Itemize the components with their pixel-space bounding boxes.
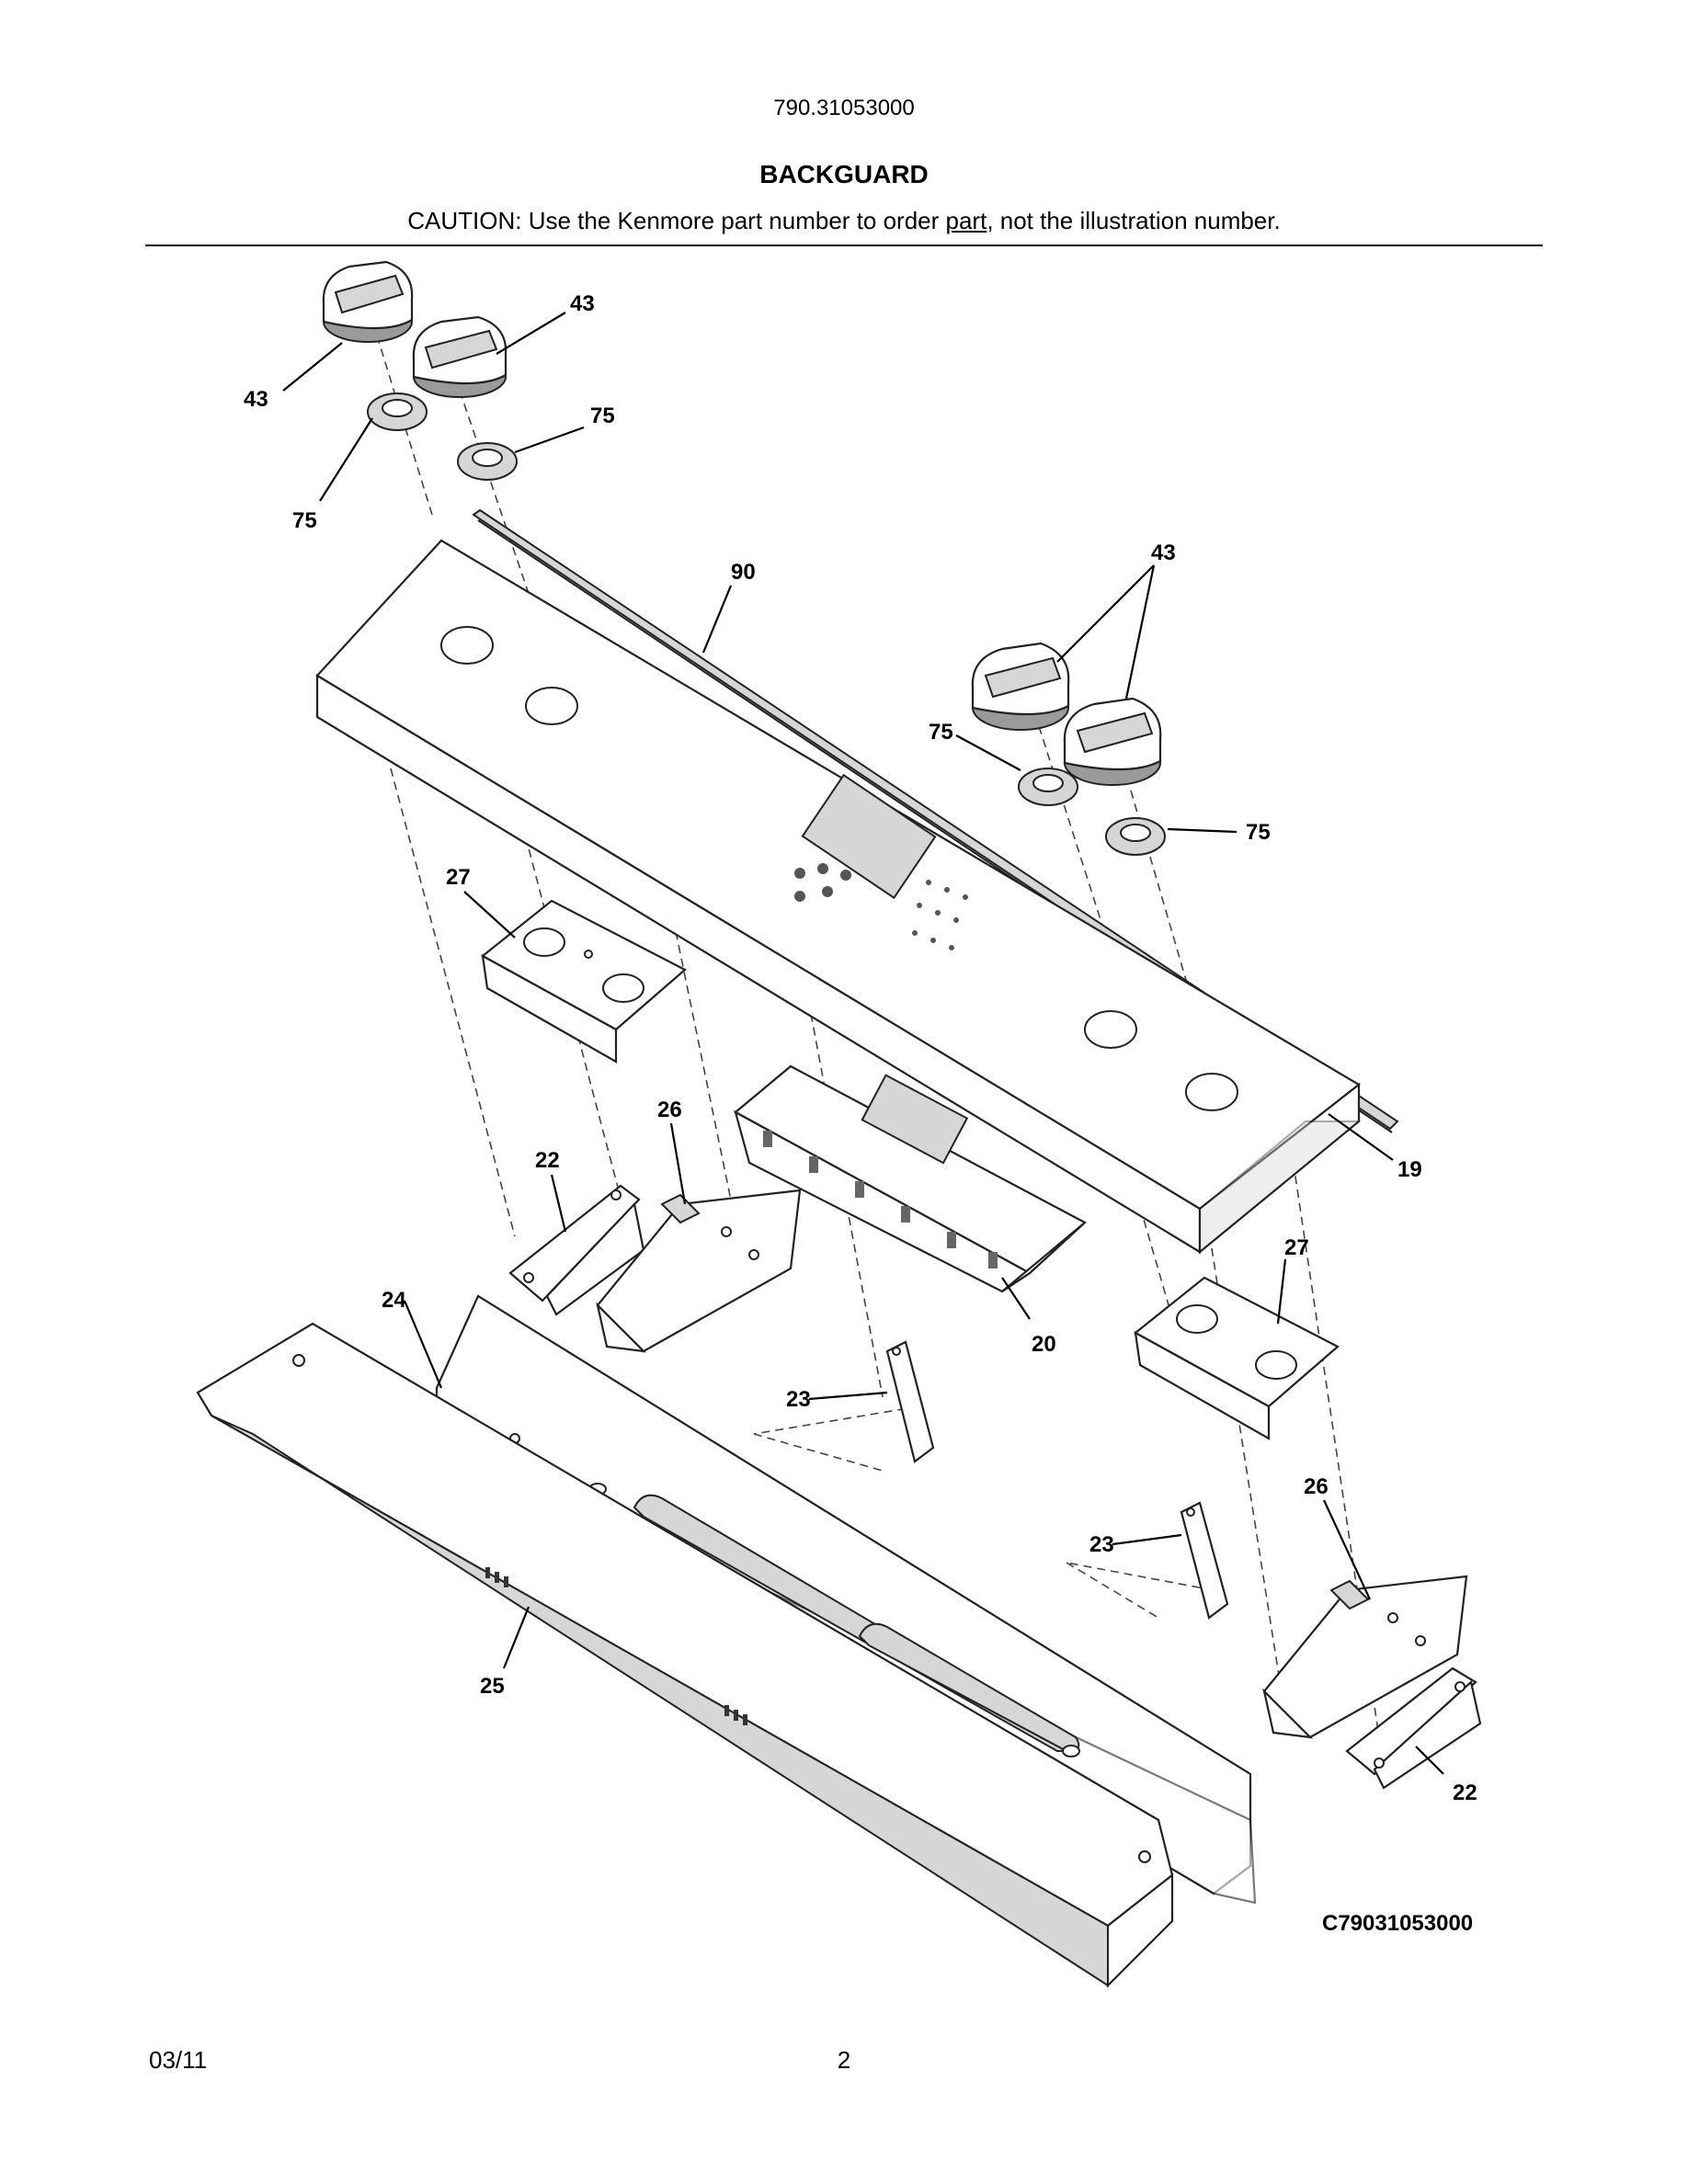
control-board xyxy=(734,1064,1087,1293)
callout-75-bezel-right-2: 75 xyxy=(1246,820,1271,845)
bracket-right xyxy=(1134,1276,1340,1440)
caution-suffix: , not the illustration number. xyxy=(987,207,1281,234)
backguard-panel xyxy=(315,539,1362,1255)
footer-date: 03/11 xyxy=(149,2046,208,2074)
exploded-parts-diagram: 43 43 75 75 90 43 75 75 27 26 22 19 27 2… xyxy=(196,260,1482,1988)
page-title: BACKGUARD xyxy=(759,160,929,188)
knob-top-right-2 xyxy=(1063,697,1162,786)
callout-25-front-trim: 25 xyxy=(480,1674,505,1699)
caution-prefix: CAUTION: Use the Kenmore part number to … xyxy=(407,207,946,234)
callout-75-bezel-left: 75 xyxy=(292,508,317,533)
callout-90-trim-strip: 90 xyxy=(731,560,756,585)
callout-22-clip-right: 22 xyxy=(1453,1780,1477,1805)
clip-left xyxy=(508,1184,645,1316)
bezel-top-right-1 xyxy=(1018,768,1078,806)
callout-26-support-right: 26 xyxy=(1304,1474,1329,1499)
callout-43-knob-right: 43 xyxy=(1151,540,1176,565)
callout-22-clip-left: 22 xyxy=(535,1148,560,1173)
callout-43-knob-left-2: 43 xyxy=(570,291,595,316)
brace-2 xyxy=(1180,1501,1229,1620)
footer-page-number: 2 xyxy=(837,2046,851,2074)
caution-underlined-word: part xyxy=(945,207,987,234)
callout-27-bracket-right: 27 xyxy=(1284,1235,1309,1260)
knob-top-left-1 xyxy=(322,260,414,343)
bezel-top-left-2 xyxy=(457,442,518,481)
caution-note: CAUTION: Use the Kenmore part number to … xyxy=(0,207,1688,235)
callout-27-bracket-left: 27 xyxy=(446,865,471,890)
leader-lines xyxy=(282,312,1444,1775)
support-right xyxy=(1262,1575,1468,1739)
header-divider xyxy=(145,245,1543,246)
callout-75-bezel-right: 75 xyxy=(929,720,953,745)
callout-23-brace-1: 23 xyxy=(786,1387,811,1412)
clip-right xyxy=(1345,1666,1482,1790)
knob-top-left-2 xyxy=(412,315,508,398)
model-number: 790.31053000 xyxy=(773,96,915,120)
callout-19-panel: 19 xyxy=(1397,1157,1422,1182)
bezel-top-left-1 xyxy=(367,392,428,431)
callout-24-rear-panel: 24 xyxy=(382,1288,406,1313)
callout-26-support-left: 26 xyxy=(657,1098,682,1122)
callout-labels: 43 43 75 75 90 43 75 75 27 26 22 19 27 2… xyxy=(244,291,1477,1805)
callout-20-control-board: 20 xyxy=(1032,1332,1056,1357)
support-left xyxy=(596,1189,802,1353)
callout-43-knob-left: 43 xyxy=(244,387,268,412)
callout-75-bezel-left-2: 75 xyxy=(590,404,615,428)
knob-top-right-1 xyxy=(971,642,1070,731)
catalog-number: C79031053000 xyxy=(1322,1911,1473,1936)
bezel-top-right-2 xyxy=(1105,817,1166,856)
callout-23-brace-2: 23 xyxy=(1089,1532,1114,1557)
front-trim xyxy=(196,1322,1174,1988)
bracket-left xyxy=(481,899,687,1064)
brace-1 xyxy=(885,1340,935,1463)
